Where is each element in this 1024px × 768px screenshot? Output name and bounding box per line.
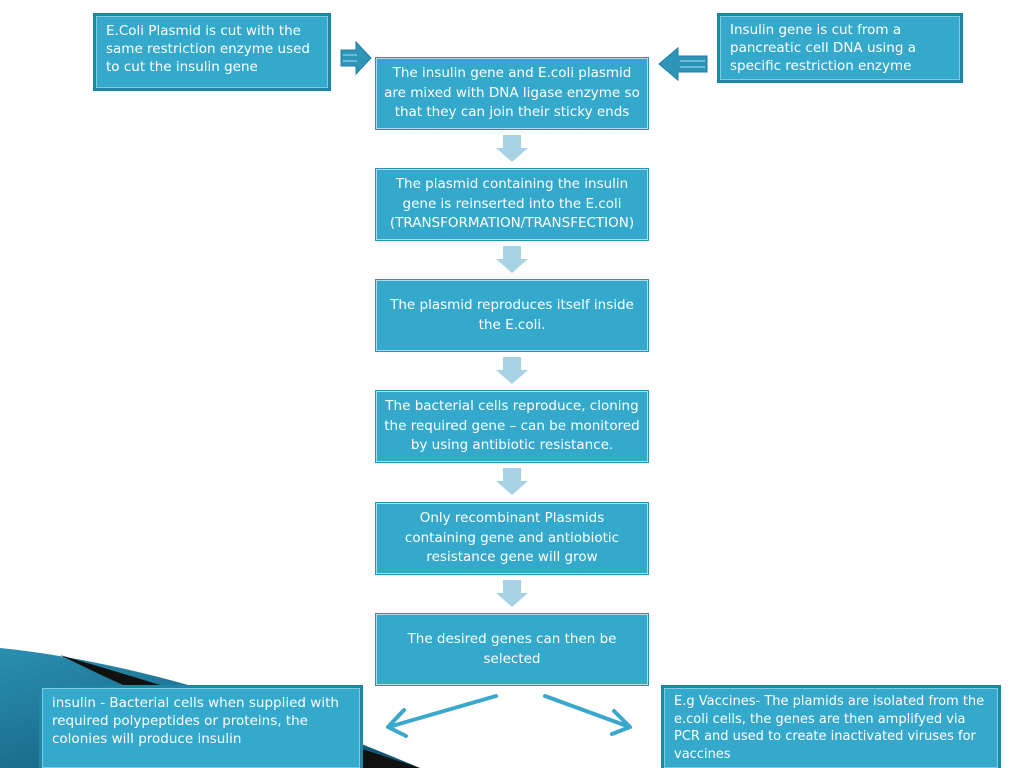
diagonal-arrow-left-icon <box>386 694 498 738</box>
insulin-outcome-box: insulin - Bacterial cells when supplied … <box>39 685 363 768</box>
flow-step-gene-selection-text: The desired genes can then be selected <box>407 631 617 667</box>
flow-step-cloning: The bacterial cells reproduce, cloning t… <box>375 390 649 463</box>
flow-step-recombinant-growth-text: Only recombinant Plasmids containing gen… <box>404 510 620 566</box>
down-arrow-icon <box>496 135 528 162</box>
arrow-left-icon <box>658 46 708 82</box>
flow-step-cloning-text: The bacterial cells reproduce, cloning t… <box>384 398 640 454</box>
down-arrow-icon <box>496 357 528 384</box>
diagonal-arrow-right-icon <box>543 694 632 736</box>
flow-step-plasmid-reproduces-text: The plasmid reproduces itself inside the… <box>390 297 634 333</box>
plasmid-cut-text: E.Coli Plasmid is cut with the same rest… <box>106 23 310 75</box>
flow-step-plasmid-reproduces: The plasmid reproduces itself inside the… <box>375 279 649 352</box>
insulin-gene-cut-box: Insulin gene is cut from a pancreatic ce… <box>717 13 963 83</box>
vaccine-outcome-box: E.g Vaccines- The plamids are isolated f… <box>661 685 1001 768</box>
flow-step-ligase: The insulin gene and E.coli plasmid are … <box>375 57 649 130</box>
plasmid-cut-box: E.Coli Plasmid is cut with the same rest… <box>93 13 331 91</box>
flow-step-transformation: The plasmid containing the insulin gene … <box>375 168 649 241</box>
flow-step-recombinant-growth: Only recombinant Plasmids containing gen… <box>375 502 649 575</box>
down-arrow-icon <box>496 580 528 607</box>
flow-step-gene-selection: The desired genes can then be selected <box>375 613 649 686</box>
arrow-right-icon <box>340 40 372 76</box>
down-arrow-icon <box>496 246 528 273</box>
flow-step-transformation-text: The plasmid containing the insulin gene … <box>389 176 635 232</box>
insulin-gene-cut-text: Insulin gene is cut from a pancreatic ce… <box>730 22 916 74</box>
insulin-outcome-text: insulin - Bacterial cells when supplied … <box>52 695 339 747</box>
vaccine-outcome-text: E.g Vaccines- The plamids are isolated f… <box>674 694 985 762</box>
flow-step-ligase-text: The insulin gene and E.coli plasmid are … <box>384 65 640 121</box>
down-arrow-icon <box>496 468 528 495</box>
